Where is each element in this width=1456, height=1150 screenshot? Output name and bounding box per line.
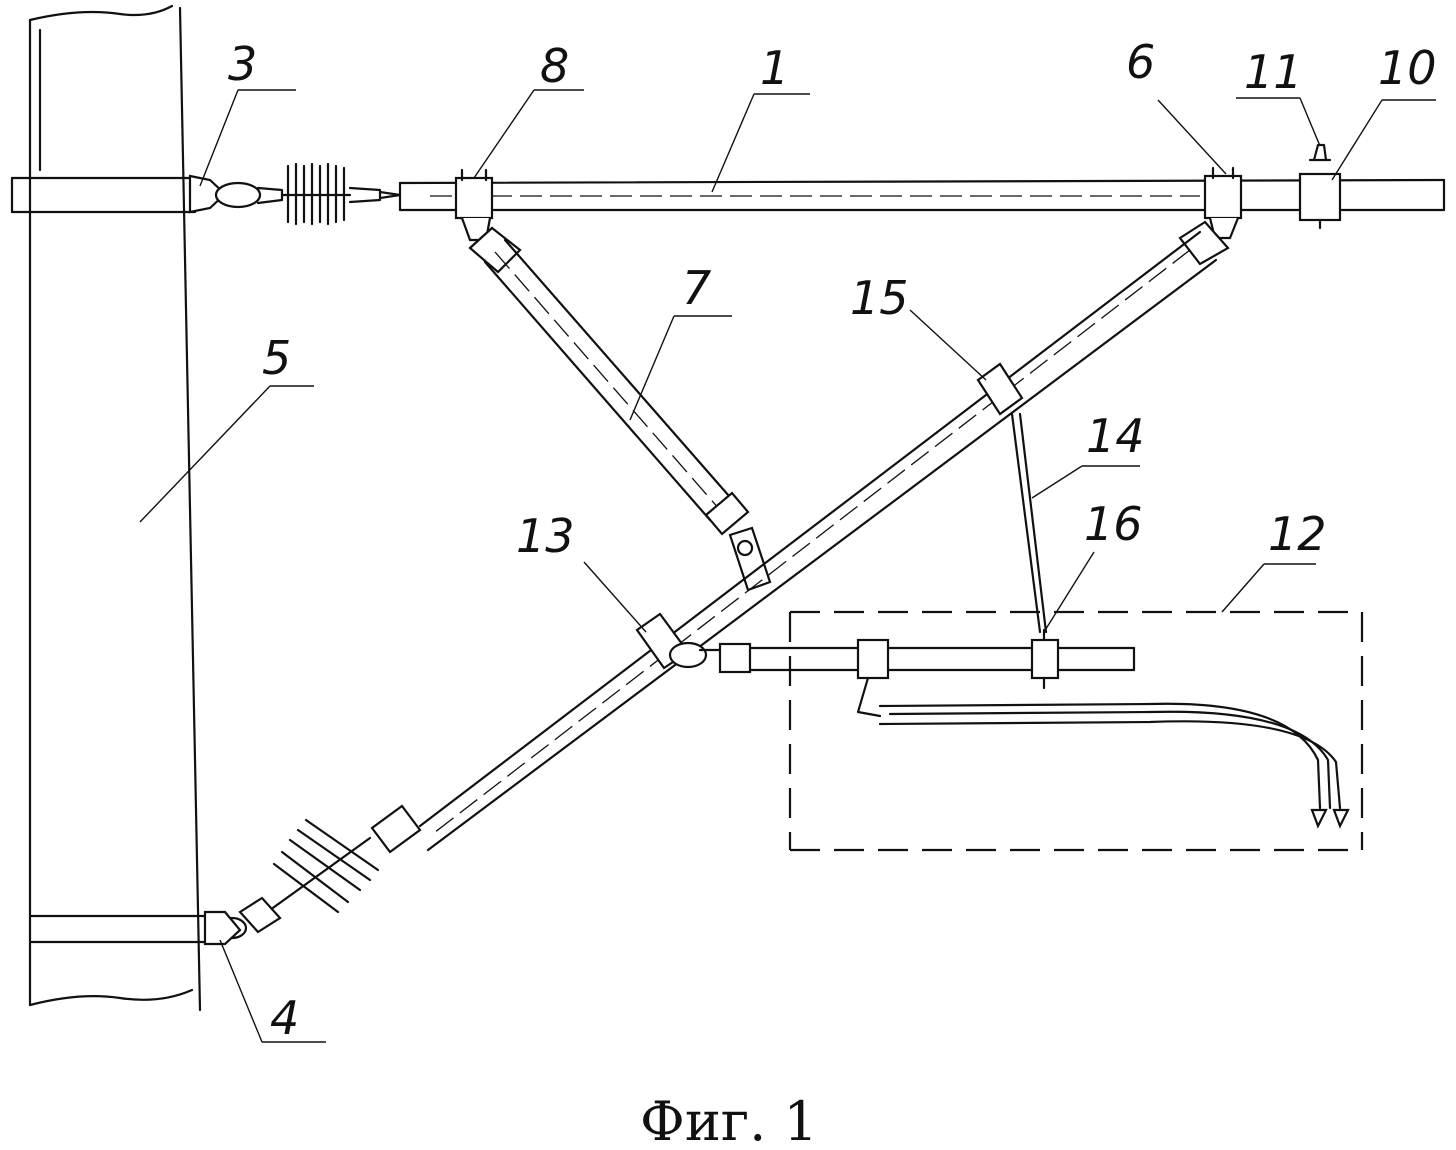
label-12: 12 — [1268, 507, 1327, 561]
label-16: 16 — [1084, 497, 1143, 551]
label-11: 11 — [1244, 45, 1303, 99]
figure-caption: Фиг. 1 — [640, 1090, 818, 1150]
part-labels: 3 8 1 6 11 10 5 7 15 14 16 12 13 4 — [228, 35, 1437, 1045]
brace-7 — [468, 226, 772, 592]
label-3: 3 — [228, 37, 257, 91]
label-1: 1 — [760, 41, 789, 95]
label-7: 7 — [682, 261, 711, 315]
bottom-insulator — [28, 818, 380, 946]
mast — [28, 4, 202, 1012]
leader-lines — [139, 89, 1436, 1043]
box-12 — [788, 610, 1364, 852]
label-15: 15 — [850, 271, 909, 325]
label-8: 8 — [540, 39, 569, 93]
main-strut — [370, 220, 1230, 854]
label-6: 6 — [1126, 35, 1155, 89]
label-5: 5 — [262, 331, 291, 385]
label-13: 13 — [516, 509, 575, 563]
lower-console — [668, 412, 1350, 829]
label-14: 14 — [1086, 409, 1145, 463]
label-4: 4 — [270, 991, 299, 1045]
top-console — [10, 143, 1446, 242]
label-10: 10 — [1378, 41, 1437, 95]
top-insulator — [280, 162, 402, 226]
